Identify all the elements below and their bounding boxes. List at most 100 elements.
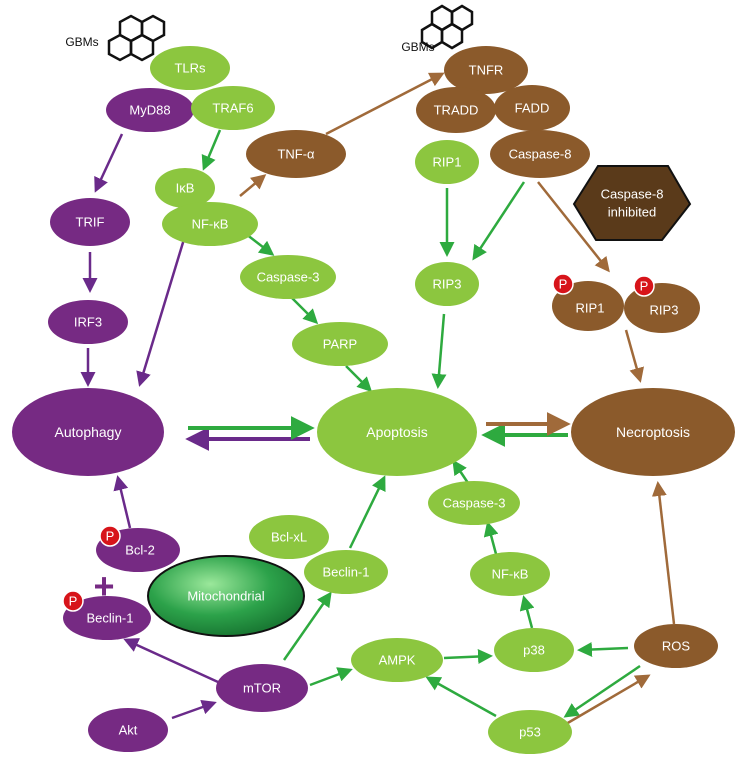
node-caspase8: Caspase-8 (490, 130, 590, 178)
arrow-p53-ros (565, 674, 651, 726)
node-parp: PARP (292, 322, 388, 366)
node-trif: TRIF (50, 198, 130, 246)
phospho-marker-rip1: P (552, 273, 574, 295)
node-bclxl: Bcl-xL (249, 515, 329, 559)
node-apoptosis: Apoptosis (317, 388, 477, 476)
node-p-rip1: RIP1 (552, 281, 624, 331)
node-ros-label: ROS (662, 639, 691, 654)
node-bcl2-label: Bcl-2 (125, 543, 155, 558)
node-p38-label: p38 (523, 643, 545, 658)
phospho-marker-rip3: P (633, 275, 655, 297)
node-p53: p53 (488, 710, 572, 754)
arrow-p38-nfkb (519, 595, 535, 629)
node-tradd: TRADD (416, 87, 496, 133)
arrow-nfkb-autophagy (136, 225, 190, 387)
node-fadd: FADD (494, 85, 570, 131)
node-caspase8-inhibited: Caspase-8 inhibited (572, 165, 692, 241)
arrow-ampk-p38 (443, 649, 493, 665)
node-tnfr-label: TNFR (469, 63, 504, 78)
node-necroptosis: Necroptosis (571, 388, 735, 476)
node-tradd-label: TRADD (434, 103, 479, 118)
arrow-caspase8-prip (537, 181, 610, 273)
arrow-nfkb-caspase3 (245, 233, 275, 256)
node-tnf-alpha-label: TNF-α (277, 147, 315, 162)
arrow-bcl2-autophagy (113, 475, 132, 529)
node-ampk: AMPK (351, 638, 443, 682)
node-autophagy-label: Autophagy (55, 424, 122, 440)
arrow-akt-mtor (171, 699, 217, 720)
arrow-caspase3-parp (291, 297, 319, 325)
graphene-molecule-icon-left (107, 14, 166, 62)
node-beclin1-left: Beclin-1 (63, 596, 151, 640)
node-irf3: IRF3 (48, 300, 128, 344)
node-caspase8-inhibited-label-line2: inhibited (608, 205, 656, 220)
arrow-beclin1-apoptosis (348, 475, 386, 549)
arrow-traf6-ikb (201, 129, 222, 171)
node-beclin1-left-label: Beclin-1 (87, 611, 134, 626)
node-caspase8-inhibited-label-line1: Caspase-8 (601, 187, 664, 202)
node-ros: ROS (634, 624, 718, 668)
node-tlrs: TLRs (150, 46, 230, 90)
node-rip3: RIP3 (415, 262, 479, 306)
node-akt-label: Akt (119, 723, 138, 738)
node-beclin1-right: Beclin-1 (304, 550, 388, 594)
arrow-nfkb-caspase3-bottom (483, 521, 499, 555)
node-bclxl-label: Bcl-xL (271, 530, 307, 545)
node-p-rip3-label: RIP3 (650, 303, 679, 318)
node-akt: Akt (88, 708, 168, 752)
node-caspase8-label: Caspase-8 (509, 147, 572, 162)
gbm-label-right: GBMs (401, 40, 434, 54)
phospho-marker-bcl2-label: P (106, 529, 115, 544)
node-beclin1-right-label: Beclin-1 (323, 565, 370, 580)
node-traf6-label: TRAF6 (212, 101, 253, 116)
node-caspase3-bottom: Caspase-3 (428, 481, 520, 525)
node-myd88: MyD88 (106, 88, 194, 132)
node-tlrs-label: TLRs (174, 61, 206, 76)
node-nfkb-bottom: NF-κB (470, 552, 550, 596)
node-mitochondrial: Mitochondrial (147, 555, 305, 637)
arrow-myd88-trif (94, 133, 124, 193)
gbm-label-left: GBMs (65, 35, 98, 49)
arrow-caspase8-rip3 (472, 181, 526, 261)
node-ikb: IκB (155, 168, 215, 208)
node-parp-label: PARP (323, 337, 357, 352)
arrow-nfkb-tnfalpha (239, 174, 267, 197)
arrow-ros-p53 (563, 664, 641, 718)
phospho-marker-rip3-label: P (640, 279, 649, 294)
node-rip1-label: RIP1 (433, 155, 462, 170)
arrows (80, 72, 676, 726)
node-rip1: RIP1 (415, 140, 479, 184)
node-caspase3-top-label: Caspase-3 (257, 270, 320, 285)
phospho-marker-bcl2: P (99, 525, 121, 547)
node-mtor: mTOR (216, 664, 308, 712)
graphene-molecule-icon-right (420, 4, 474, 50)
phospho-marker-beclin1-label: P (69, 594, 78, 609)
node-necroptosis-label: Necroptosis (616, 424, 690, 440)
node-mitochondrial-label: Mitochondrial (187, 589, 264, 604)
arrow-prip3-necroptosis (624, 329, 644, 383)
node-p53-label: p53 (519, 725, 541, 740)
arrow-mtor-beclin1 (123, 638, 219, 684)
node-tnf-alpha: TNF-α (246, 130, 346, 178)
arrow-ros-p38 (577, 642, 629, 657)
arrow-mtor-ampk (309, 667, 353, 687)
node-irf3-label: IRF3 (74, 315, 102, 330)
arrow-ros-necroptosis (651, 481, 676, 625)
node-p38: p38 (494, 628, 574, 672)
node-ikb-label: IκB (176, 181, 195, 196)
arrow-p53-ampk (425, 676, 497, 718)
node-rip3-label: RIP3 (433, 277, 462, 292)
node-nfkb-top-label: NF-κB (192, 217, 229, 232)
node-autophagy: Autophagy (12, 388, 164, 476)
arrow-mtor-beclin1-right (282, 591, 332, 661)
arrow-tnfalpha-tnfr (325, 72, 445, 136)
node-trif-label: TRIF (76, 215, 105, 230)
node-caspase3-bottom-label: Caspase-3 (443, 496, 506, 511)
node-nfkb-top: NF-κB (162, 202, 258, 246)
node-fadd-label: FADD (515, 101, 550, 116)
complex-plus-sign: + (93, 566, 114, 607)
phospho-marker-beclin1: P (62, 590, 84, 612)
node-mtor-label: mTOR (243, 681, 281, 696)
node-myd88-label: MyD88 (129, 103, 170, 118)
